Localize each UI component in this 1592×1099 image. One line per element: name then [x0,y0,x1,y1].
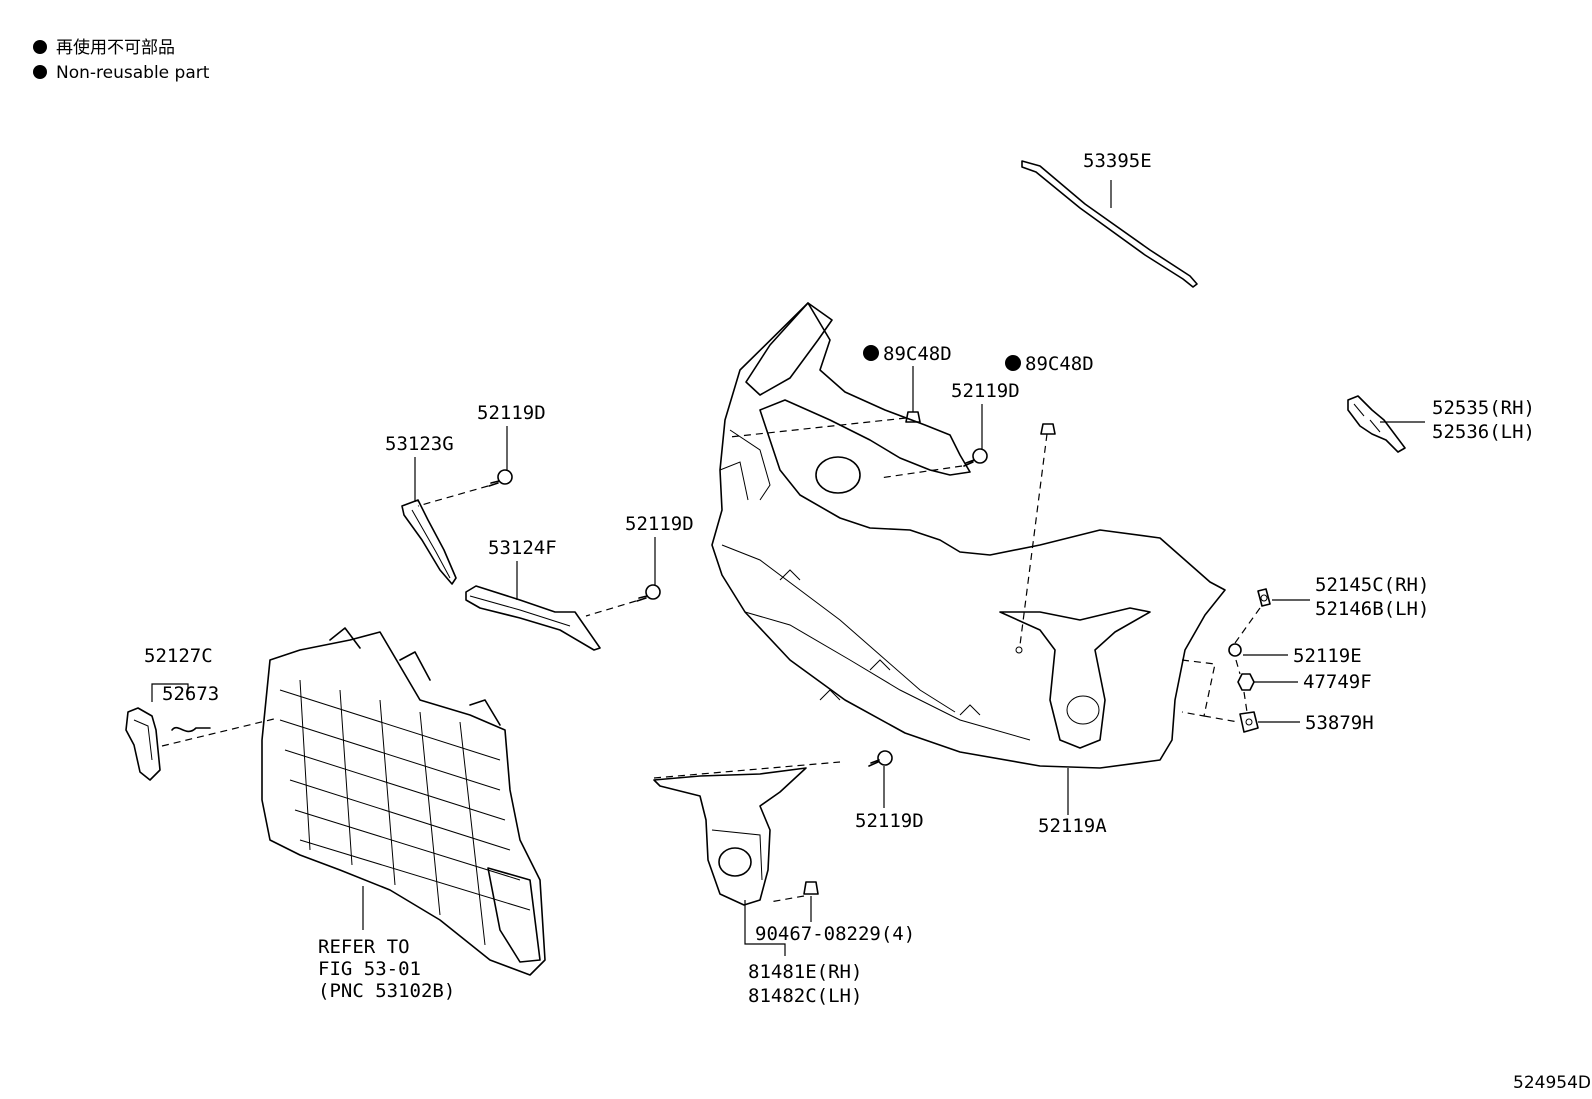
figure-code: 524954D [1513,1073,1591,1093]
label-53124F: 53124F [488,537,557,559]
label-53395E: 53395E [1083,150,1152,172]
legend-en: Non-reusable part [56,63,210,83]
screw-52119D-top-icon [963,448,988,467]
non-reusable-marker-icon [863,345,879,361]
label-90467: 90467-08229(4) [755,923,915,945]
label-89C48D-left: 89C48D [883,343,952,365]
label-81481E: 81481E(RH) [748,961,862,983]
label-52119D-left: 52119D [477,402,546,424]
dashed-line-52119D-left [417,485,489,507]
label-52146B: 52146B(LH) [1315,598,1429,620]
non-reusable-marker-icon [33,40,47,54]
label-52119A: 52119A [1038,815,1107,837]
screw-52119D-mid-icon [636,584,661,602]
non-reusable-marker-icon [33,65,47,79]
label-52145C: 52145C(RH) [1315,574,1429,596]
label-52535: 52535(RH) [1432,397,1535,419]
label-89C48D-right: 89C48D [1025,353,1094,375]
screw-52119D-left-icon [488,469,513,487]
screw-52119D-bottom-icon [868,750,893,767]
refer-line-2: FIG 53-01 [318,958,421,980]
legend: 再使用不可部品 Non-reusable part [33,37,210,83]
label-81482C: 81482C(LH) [748,985,862,1007]
dashed-lines-right-fasteners [1181,659,1248,723]
label-52119D-mid: 52119D [625,513,694,535]
refer-line-1: REFER TO [318,936,410,958]
dashed-line-fog-lamp [653,761,841,779]
fog-lamp-cover-drawing [653,767,807,906]
label-52536: 52536(LH) [1432,421,1535,443]
clip-53879H-icon [1239,711,1259,733]
spring-52673-icon [171,726,211,733]
garnish-53124F-drawing [465,585,601,651]
screw-52119E-icon [1228,643,1242,657]
dashed-line-52145C [1234,607,1261,644]
legend-jp: 再使用不可部品 [56,37,175,58]
dashed-line-89C48D-left [729,417,907,438]
dashed-line-90467 [769,895,805,903]
nut-47749F-icon [1237,673,1255,691]
bumper-cover-drawing [711,302,1226,769]
label-47749F: 47749F [1303,671,1372,693]
non-reusable-marker-icon [1005,355,1021,371]
part-53395E-drawing [1021,160,1198,288]
label-53879H: 53879H [1305,712,1374,734]
label-52127C: 52127C [144,645,213,667]
label-52119D-bottom: 52119D [855,810,924,832]
retainer-52535-drawing [1347,395,1406,453]
leader-81481E [744,900,786,956]
label-52673: 52673 [162,683,219,705]
bracket-52145C-icon [1257,588,1271,607]
radiator-grille-drawing [261,627,546,976]
dashed-line-52127C [161,717,279,747]
garnish-53123G-drawing [401,499,457,585]
clip-90467-icon [803,881,819,895]
leader-52127C [151,683,189,702]
dashed-line-52119D-mid [585,600,637,617]
label-53123G: 53123G [385,433,454,455]
label-52119E: 52119E [1293,645,1362,667]
refer-line-3: (PNC 53102B) [318,980,455,1002]
dashed-line-52119D-top [879,465,963,479]
label-52119D-top: 52119D [951,380,1020,402]
clip-89C48D-left-icon [905,411,921,423]
clip-89C48D-right-icon [1040,423,1056,435]
bracket-52127C-drawing [125,707,161,781]
